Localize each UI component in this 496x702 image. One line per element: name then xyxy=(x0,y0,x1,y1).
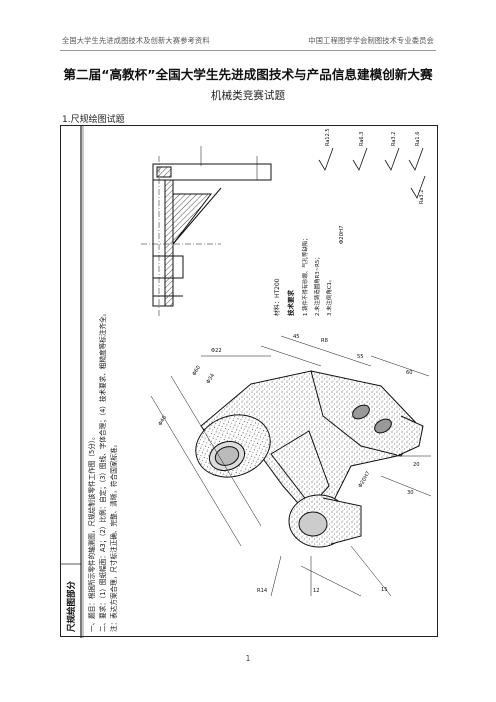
dim-14: Φ40 xyxy=(158,415,169,427)
section-heading: 1.尺规绘图试题 xyxy=(62,115,125,125)
header-right: 中国工程图学学会制图技术专业委员会 xyxy=(308,36,434,45)
dim-2: Φ34 xyxy=(206,372,217,385)
tech-req-2: 2.未注铸造圆角R3~R5； xyxy=(313,254,321,316)
dim-1: Φ60 xyxy=(192,365,203,377)
roughness-5: Ra3.2 xyxy=(419,190,425,204)
dim-6: 45 xyxy=(293,334,300,340)
roughness-symbols xyxy=(318,147,426,199)
dim-9: 20 xyxy=(413,462,420,468)
header-rule xyxy=(60,50,436,51)
header-left: 全国大学生先进成图技术及创新大赛参考资料 xyxy=(62,36,210,45)
page-number: 1 xyxy=(245,654,251,663)
fit-note: Φ20H7 xyxy=(339,225,345,244)
tech-req-3: 3.未注倒角C1。 xyxy=(325,277,333,316)
drawing-sheet: 尺规绘图部分 一、题目：根据所示零件的轴测图，尺规绘制该零件工作图（5分）。 二… xyxy=(61,126,432,638)
tech-req-title: 技术要求 xyxy=(286,290,295,317)
tech-req-1: 1.铸件不得有砂眼、气孔等缺陷； xyxy=(301,235,309,316)
task-line-3: 注：表达方案合理，尺寸标注正确、完整、清晰，符合国家标准。 xyxy=(109,441,118,632)
dim-8: 60 xyxy=(406,370,413,376)
dim-12: 12 xyxy=(313,588,320,594)
isometric-part xyxy=(195,370,424,548)
material-note: 材料：HT200 xyxy=(273,278,281,316)
dimension-texts: Φ60 Φ34 Φ22 Φ20H7 R8 45 55 60 20 30 15 1… xyxy=(158,334,420,594)
part-label: 尺规绘图部分 xyxy=(66,580,77,633)
section-view xyxy=(141,146,272,316)
roughness-2: Ra6.3 xyxy=(359,132,365,146)
dimension-lines xyxy=(150,335,432,597)
dim-3: Φ22 xyxy=(211,348,222,354)
task-line-2: 二、要求：（1）图纸幅面：A3；（2）比例：自定；（3）图线、字体合理；（4）技… xyxy=(98,310,107,632)
dim-11: 15 xyxy=(381,587,388,593)
dim-5: R8 xyxy=(321,338,328,344)
dim-7: 55 xyxy=(357,354,364,360)
dim-4: Φ20H7 xyxy=(358,471,372,489)
roughness-4: Ra1.6 xyxy=(415,132,421,146)
roughness-3: Ra3.2 xyxy=(391,132,397,146)
dim-13: R14 xyxy=(257,588,268,594)
dim-10: 30 xyxy=(407,490,414,496)
roughness-1: Ra12.5 xyxy=(325,128,331,146)
task-line-1: 一、题目：根据所示零件的轴测图，尺规绘制该零件工作图（5分）。 xyxy=(87,433,96,632)
page-subtitle: 机械类竞赛试题 xyxy=(210,90,286,102)
page-title: 第二届“高教杯”全国大学生先进成图技术与产品信息建模创新大赛 xyxy=(63,67,433,82)
drawing-frame: 尺规绘图部分 一、题目：根据所示零件的轴测图，尺规绘制该零件工作图（5分）。 二… xyxy=(60,125,438,638)
